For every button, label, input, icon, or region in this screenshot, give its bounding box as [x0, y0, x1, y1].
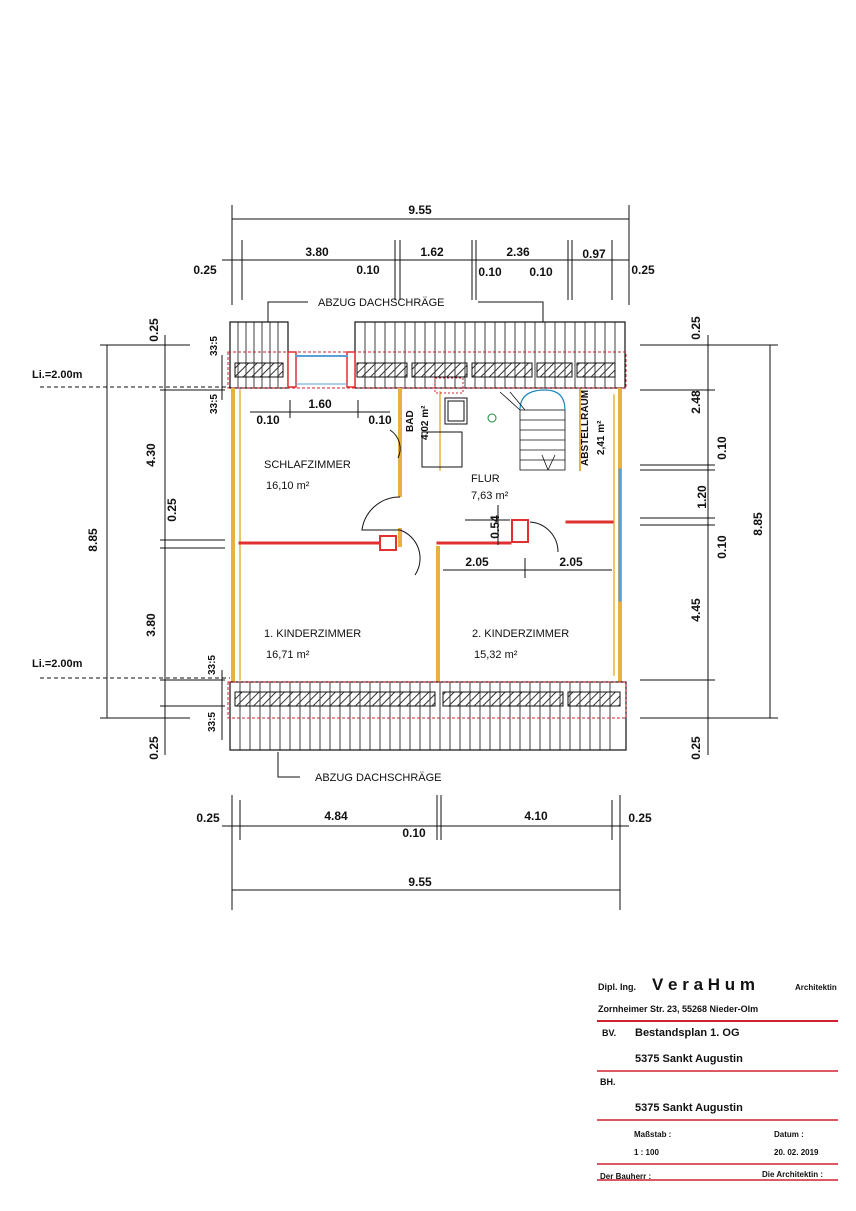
dim-left-bottom-margin: 0.25 [147, 736, 161, 760]
dim-top-seg4: 0.97 [582, 247, 606, 261]
dim-window-left: 0.10 [256, 413, 280, 427]
inner-dims [250, 400, 612, 578]
clear-height-lines [40, 386, 230, 679]
architect-prefix: Dipl. Ing. [598, 982, 636, 992]
bath-fixtures [421, 377, 497, 468]
bv-location: 5375 Sankt Augustin [635, 1053, 743, 1065]
walls [231, 351, 622, 682]
dim-left-lower: 3.80 [144, 613, 158, 637]
slope-label-bot1: 33:5 [207, 655, 218, 675]
room-kinderzimmer2-name: 2. KINDERZIMMER [472, 628, 569, 640]
dim-window-right: 0.10 [368, 413, 392, 427]
dim-top-seg1: 3.80 [305, 245, 329, 259]
bh-location: 5375 Sankt Augustin [635, 1102, 743, 1114]
slope-label-bot2: 33:5 [207, 712, 218, 732]
dim-top-seg2: 1.62 [420, 245, 444, 259]
dim-top-total: 9.55 [408, 203, 432, 217]
room-schlafzimmer-name: SCHLAFZIMMER [264, 459, 351, 471]
room-flur-name: FLUR [471, 473, 500, 485]
bv-label: BV. [602, 1028, 616, 1038]
dim-right-total: 8.85 [751, 512, 765, 536]
dim-left-total: 8.85 [86, 528, 100, 552]
clear-height-bottom: Li.=2.00m [32, 658, 83, 670]
dim-top-wall3: 0.10 [529, 265, 553, 279]
date-label: Datum : [774, 1130, 804, 1139]
architect-address: Zornheimer Str. 23, 55268 Nieder-Olm [598, 1004, 758, 1014]
date-value: 20. 02. 2019 [774, 1148, 819, 1157]
dim-right-seg3: 4.45 [689, 598, 703, 622]
room-schlafzimmer-area: 16,10 m² [266, 480, 310, 492]
dim-right-seg1: 2.48 [689, 390, 703, 414]
dim-bottom-right-margin: 0.25 [628, 811, 652, 825]
room-abstellraum-area: 2,41 m² [596, 420, 607, 455]
room-kinderzimmer2-area: 15,32 m² [474, 649, 518, 661]
right-dimensions [640, 335, 778, 755]
room-flur-area: 7,63 m² [471, 490, 509, 502]
dormer-leader-top [267, 301, 544, 325]
dim-left-wall: 0.25 [165, 498, 179, 522]
client-label: Der Bauherr : [600, 1172, 651, 1181]
title-block [597, 1020, 838, 1181]
room-abstellraum-name: ABSTELLRAUM [580, 390, 591, 466]
dim-kz-right: 2.05 [559, 555, 583, 569]
roof-band-bottom [227, 681, 627, 751]
dim-left-upper: 4.30 [144, 443, 158, 467]
dormer-leader-bottom [277, 752, 300, 778]
clear-height-top: Li.=2.00m [32, 369, 83, 381]
scale-label: Maßstab : [634, 1130, 671, 1139]
dim-left-top-margin: 0.25 [147, 318, 161, 342]
dim-top-wall2: 0.10 [478, 265, 502, 279]
dim-bottom-total: 9.55 [408, 875, 432, 889]
left-dimensions [100, 335, 225, 755]
scale-value: 1 : 100 [634, 1148, 659, 1157]
door-swings [361, 429, 559, 576]
dim-right-bottom-margin: 0.25 [689, 736, 703, 760]
dim-top-seg3: 2.36 [506, 245, 530, 259]
bh-label: BH. [600, 1077, 616, 1087]
dim-bottom-seg2: 4.10 [524, 809, 548, 823]
architect-label: Die Architektin : [762, 1170, 823, 1179]
dim-right-wall2: 0.10 [715, 535, 729, 559]
slope-label-top1: 33:5 [209, 336, 220, 356]
dim-top-left-margin: 0.25 [193, 263, 217, 277]
dim-bottom-left-margin: 0.25 [196, 811, 220, 825]
room-kinderzimmer1-area: 16,71 m² [266, 649, 310, 661]
roof-band-top [227, 321, 627, 389]
room-bad-name: BAD [405, 410, 416, 432]
slope-label-top2: 33:5 [209, 394, 220, 414]
dim-kz-left: 2.05 [465, 555, 489, 569]
dormer-label-top: ABZUG DACHSCHRÄGE [318, 297, 445, 309]
dim-right-wall1: 0.10 [715, 436, 729, 460]
dim-right-top-margin: 0.25 [689, 316, 703, 340]
dim-top-right-margin: 0.25 [631, 263, 655, 277]
architect-suffix: Architektin [795, 983, 837, 992]
staircase [499, 389, 566, 471]
dormer-label-bottom: ABZUG DACHSCHRÄGE [315, 772, 442, 784]
dim-bottom-seg1: 4.84 [324, 809, 348, 823]
architect-name: V e r a H u m [652, 975, 755, 994]
top-dimensions [222, 205, 630, 305]
dim-top-wall1: 0.10 [356, 263, 380, 277]
room-bad-area: 4.02 m² [420, 405, 431, 440]
dim-bottom-wall: 0.10 [402, 826, 426, 840]
room-kinderzimmer1-name: 1. KINDERZIMMER [264, 628, 361, 640]
dim-flur-small: 0.54 [488, 515, 502, 539]
bv-value: Bestandsplan 1. OG [635, 1027, 740, 1039]
bottom-dimensions [222, 795, 629, 910]
dim-window-width: 1.60 [308, 397, 332, 411]
dim-right-seg2: 1.20 [695, 485, 709, 509]
